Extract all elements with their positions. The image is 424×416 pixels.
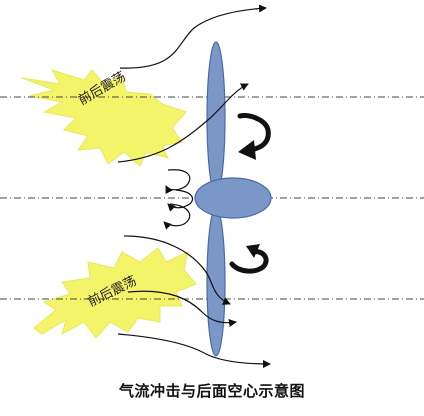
airflow-arrow-5 — [163, 203, 191, 230]
rotation-arrowhead-small — [246, 244, 260, 258]
rotation-arrow-large — [237, 113, 271, 153]
rotation-arrow-small — [229, 249, 269, 274]
propeller-hub — [194, 177, 272, 219]
propeller-blade-bottom — [206, 207, 226, 357]
airflow-arrow-8 — [117, 333, 271, 368]
airflow-arrow-6 — [123, 235, 231, 305]
diagram-caption: 气流冲击与后面空心示意图 — [118, 382, 305, 400]
vibration-burst-top — [21, 69, 187, 167]
airflow-arrow-7 — [127, 290, 237, 327]
airflow-arrow-2 — [117, 83, 249, 163]
rotation-arrowhead-large — [238, 140, 256, 160]
airflow-arrow-4 — [167, 189, 194, 212]
vibration-burst-bottom — [33, 247, 197, 339]
airflow-arrow-1 — [119, 4, 267, 69]
airflow-arrow-3 — [165, 169, 191, 195]
airflow-arrows — [117, 4, 271, 368]
rotation-arrows — [229, 113, 271, 274]
